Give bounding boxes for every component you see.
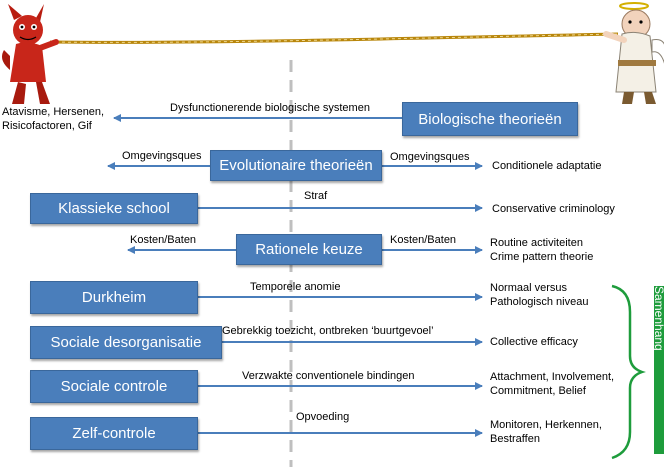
box-biologische-theorieen: Biologische theorieën — [402, 102, 578, 136]
result-line: Pathologisch niveau — [490, 296, 589, 308]
devil-figure — [2, 4, 59, 104]
result-routine: Routine activiteiten Crime pattern theor… — [490, 236, 593, 264]
label-straf: Straf — [304, 190, 328, 202]
result-line: Routine activiteiten — [490, 237, 583, 249]
result-line: Crime pattern theorie — [490, 251, 594, 263]
result-line: Conservative criminology — [492, 203, 615, 215]
label-kosten-baten-right: Kosten/Baten — [390, 234, 457, 246]
result-attachment: Attachment, Involvement, Commitment, Bel… — [490, 370, 614, 398]
label-opvoeding: Opvoeding — [296, 411, 350, 423]
box-rationele-keuze: Rationele keuze — [236, 234, 382, 265]
box-klassieke-school: Klassieke school — [30, 193, 198, 224]
angel-figure — [603, 2, 664, 104]
label-kosten-baten-left: Kosten/Baten — [130, 234, 197, 246]
result-line: Collective efficacy — [490, 336, 578, 348]
result-line: Commitment, Belief — [490, 385, 586, 397]
result-collective-efficacy: Collective efficacy — [490, 335, 578, 349]
box-durkheim: Durkheim — [30, 281, 198, 314]
label-omgevingsques-left: Omgevingsques — [122, 150, 202, 162]
box-zelf-controle: Zelf-controle — [30, 417, 198, 450]
label-verzwakte-bindingen: Verzwakte conventionele bindingen — [242, 370, 415, 382]
label-dysfunctionerende: Dysfunctionerende biologische systemen — [170, 102, 370, 114]
samenhang-side-label: Samenhang — [654, 286, 664, 454]
result-line: Bestraffen — [490, 433, 540, 445]
result-line: Conditionele adaptatie — [492, 160, 602, 172]
box-sociale-controle: Sociale controle — [30, 370, 198, 403]
rope — [49, 32, 619, 44]
box-evolutionaire-theorieen: Evolutionaire theorieën — [210, 150, 382, 181]
samenhang-text: Samenhang — [654, 286, 664, 351]
result-line: Monitoren, Herkennen, — [490, 419, 602, 431]
samenhang-brace — [611, 284, 646, 460]
result-conservative: Conservative criminology — [492, 202, 615, 216]
label-temporele-anomie: Temporele anomie — [250, 281, 341, 293]
result-normaal: Normaal versus Pathologisch niveau — [490, 281, 588, 309]
left-result-biologisch: Atavisme, Hersenen, Risicofactoren, Gif — [2, 105, 104, 133]
label-omgevingsques-right: Omgevingsques — [390, 151, 470, 163]
result-line: Normaal versus — [490, 282, 568, 294]
left-result-line: Risicofactoren, Gif — [2, 120, 92, 132]
label-gebrekkig-toezicht: Gebrekkig toezicht, ontbreken ‘buurtgevo… — [222, 325, 434, 337]
result-monitoren: Monitoren, Herkennen, Bestraffen — [490, 418, 602, 446]
result-line: Attachment, Involvement, — [490, 371, 615, 383]
box-sociale-desorganisatie: Sociale desorganisatie — [30, 326, 222, 359]
result-conditionele: Conditionele adaptatie — [492, 159, 601, 173]
left-result-line: Atavisme, Hersenen, — [2, 106, 105, 118]
